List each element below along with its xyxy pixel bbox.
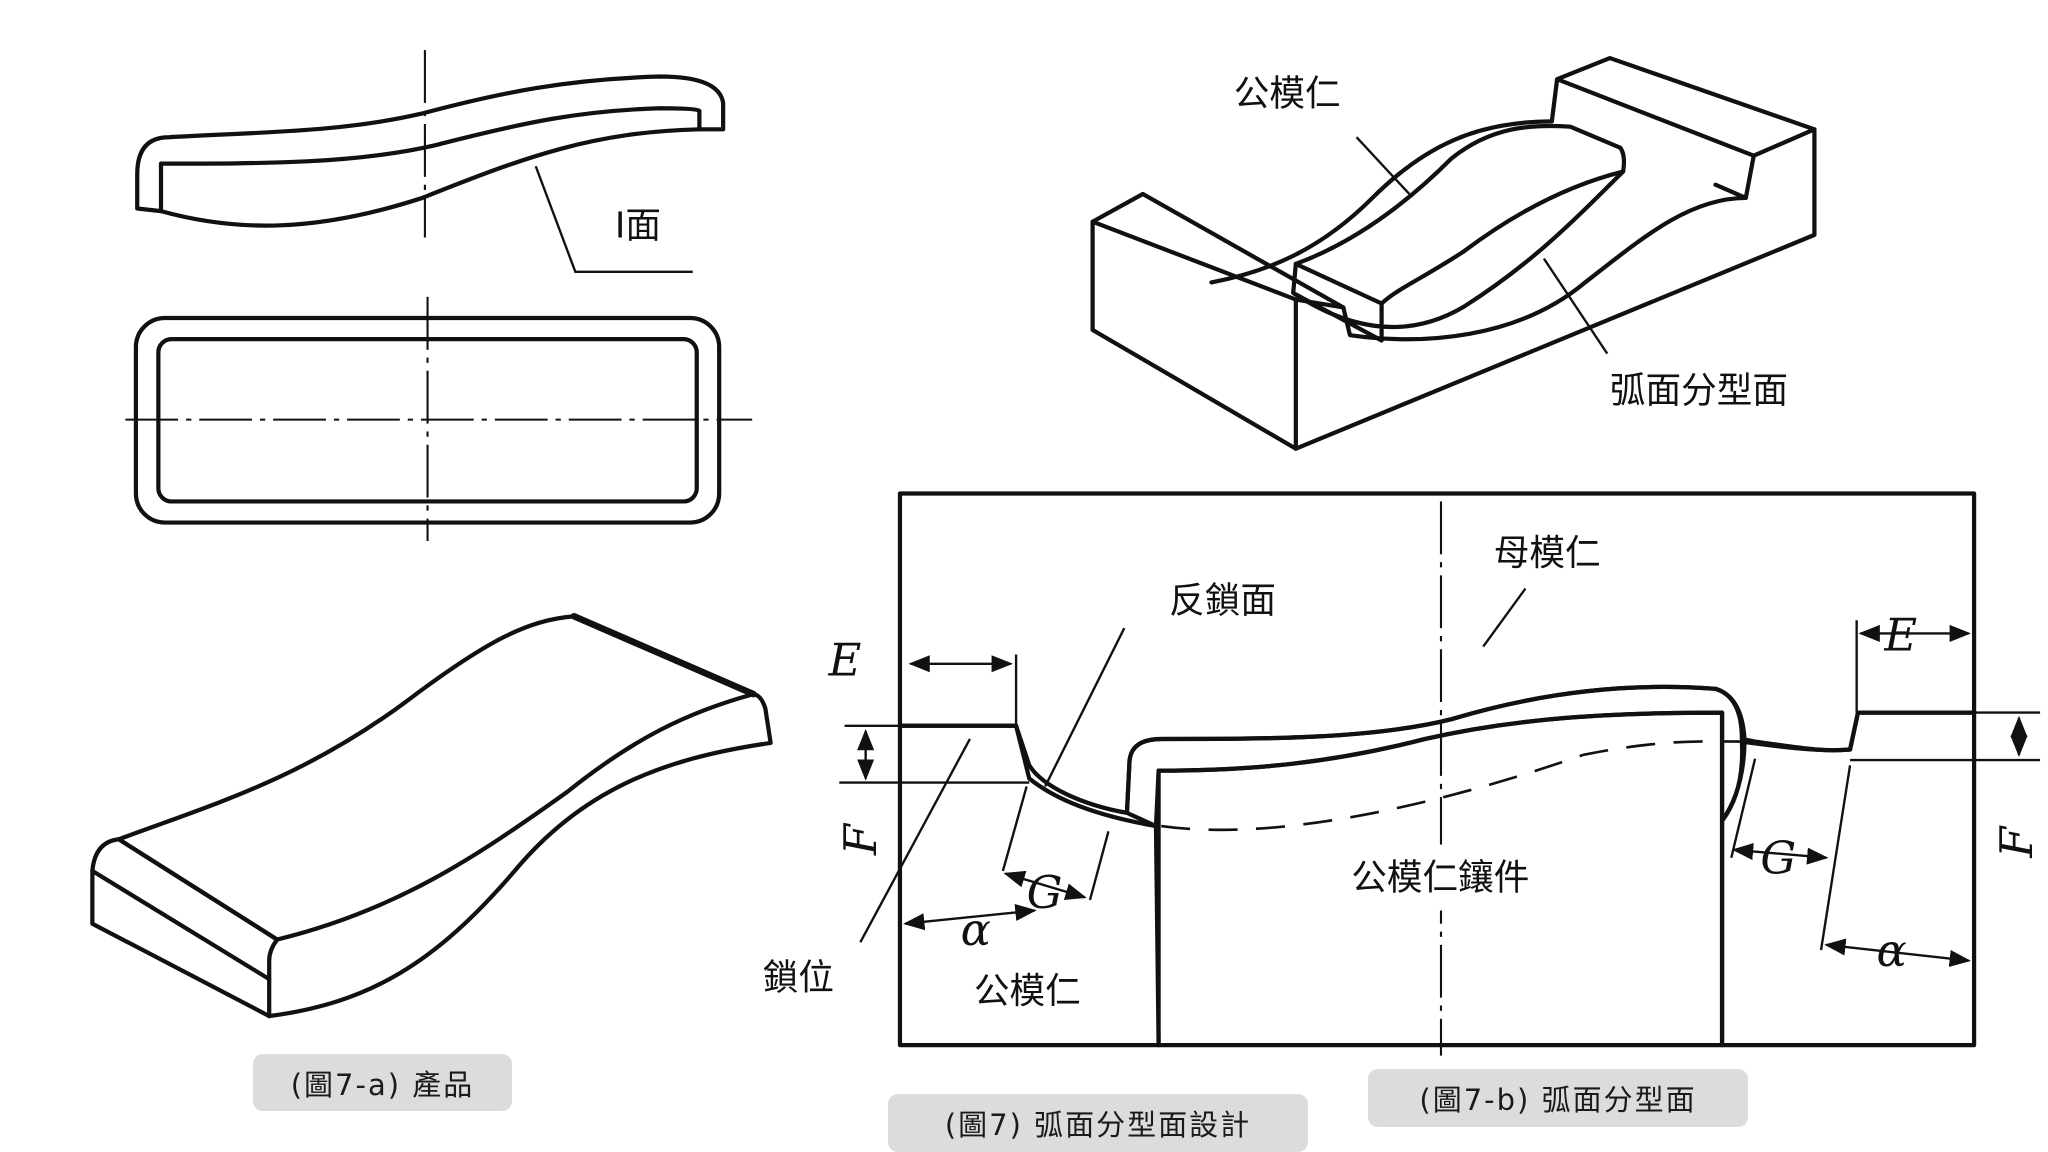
product-wall-section	[1124, 684, 1747, 829]
product-section-shell	[135, 74, 726, 214]
product-inner-surface	[158, 127, 702, 228]
core-label-leader	[1355, 136, 1411, 195]
core-insert-label: 公模仁鑲件	[1351, 857, 1529, 898]
mold-section-view: E F G α 鎖位 E F G α 反鎖面 母模仁	[763, 491, 2043, 1056]
parting-surface-label: 弧面分型面	[1610, 370, 1788, 411]
core-block-left-front	[1090, 219, 1298, 451]
dim-alpha-left-line	[903, 903, 1037, 931]
dim-g-right-line	[1731, 842, 1829, 865]
cavity-leader	[1482, 587, 1527, 648]
product-plan-view	[125, 296, 753, 542]
dim-e-left-label: E	[828, 634, 862, 687]
product-section-view: I面	[135, 50, 726, 274]
caption-7b: (圖7-b) 弧面分型面	[1368, 1069, 1748, 1127]
dim-g-right-label: G	[1760, 832, 1796, 885]
dim-alpha-left-label: α	[961, 903, 991, 956]
dim-g-right-ext	[1730, 758, 1757, 859]
i-surface-leader	[534, 165, 693, 274]
core-raised-top	[1293, 123, 1627, 306]
core-block-right-riser	[1549, 55, 1817, 201]
dim-g-left-ext-b	[1088, 831, 1110, 901]
dim-g-right-ext-b	[1819, 765, 1852, 951]
reverse-lock-leader	[1044, 627, 1126, 788]
core-parting-curve-back	[1209, 119, 1554, 285]
dim-alpha-right-label: α	[1876, 924, 1906, 977]
core-raised-front	[1291, 169, 1626, 343]
caption-7a: (圖7-a) 產品	[253, 1054, 512, 1111]
dim-g-left-line	[1003, 870, 1087, 900]
product-iso-front	[90, 837, 280, 1019]
dim-f-left-label: F	[834, 822, 887, 856]
core-section-label: 公模仁	[974, 971, 1081, 1012]
core-block-left-top	[1090, 191, 1346, 310]
i-surface-label: I面	[615, 206, 661, 247]
parting-surface-leader	[1542, 257, 1609, 355]
dim-e-right-label: E	[1883, 609, 1917, 662]
product-iso-back-edge	[570, 612, 757, 698]
dim-g-left-ext-a	[1001, 786, 1028, 872]
parting-line-dashed	[1161, 740, 1742, 832]
lock-label: 鎖位	[763, 958, 834, 999]
cavity-plate-region	[897, 491, 1977, 815]
dim-f-right-label: F	[1990, 825, 2043, 859]
product-isometric-view	[90, 612, 773, 1019]
core-label: 公模仁	[1234, 74, 1341, 115]
product-iso-top	[116, 614, 756, 942]
dim-alpha-right-line	[1824, 938, 1971, 968]
core-block-front-face	[1293, 127, 1817, 451]
lock-leader	[859, 738, 971, 943]
product-iso-side	[267, 691, 773, 1019]
core-parting-curve-front	[1341, 195, 1748, 342]
core-isometric-view: 公模仁 弧面分型面	[1090, 55, 1817, 451]
caption-figure-7: (圖7) 弧面分型面設計	[888, 1094, 1308, 1152]
product-iso-fillet-edge	[90, 868, 272, 982]
cavity-label: 母模仁	[1494, 533, 1601, 574]
reverse-lock-label: 反鎖面	[1169, 580, 1276, 621]
